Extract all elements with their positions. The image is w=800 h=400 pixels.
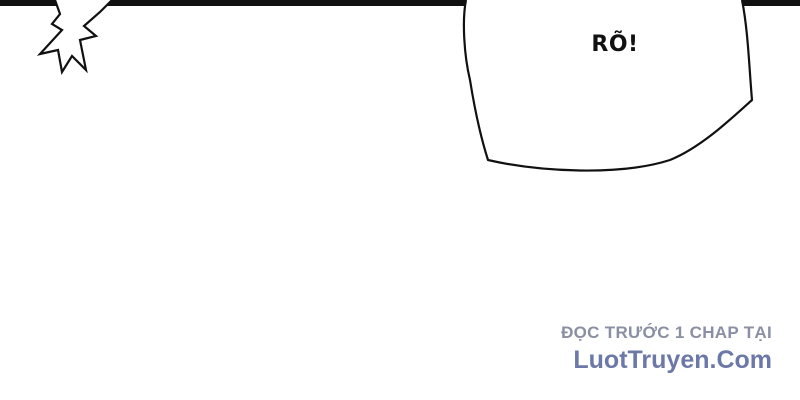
speech-bubble	[462, 0, 754, 172]
spiky-hair-shape	[36, 0, 113, 75]
watermark-tagline: ĐỌC TRƯỚC 1 CHAP TẠI	[561, 323, 772, 342]
watermark: ĐỌC TRƯỚC 1 CHAP TẠI LuotTruyen.Com	[561, 324, 772, 373]
speech-bubble-text: RÕ!	[591, 32, 639, 57]
panel-top-border	[0, 0, 800, 6]
watermark-site-name: LuotTruyen.Com	[573, 346, 772, 374]
